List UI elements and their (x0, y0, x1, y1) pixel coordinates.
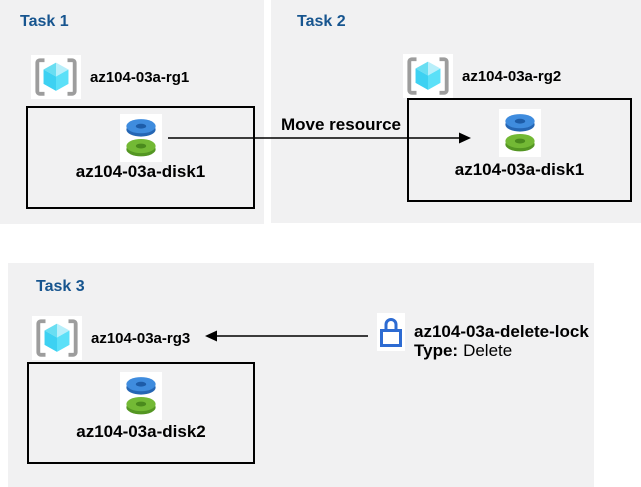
move-resource-label: Move resource (281, 115, 401, 134)
resource-box-rg2: az104-03a-disk1 (407, 98, 632, 202)
lock-name-label: az104-03a-delete-lock (414, 322, 589, 341)
resource-group-icon (31, 55, 81, 99)
task1-title: Task 1 (20, 13, 69, 30)
resource-group-rg1: az104-03a-rg1 (31, 55, 189, 99)
resource-group-label: az104-03a-rg3 (91, 329, 191, 347)
resource-group-label: az104-03a-rg1 (90, 68, 190, 86)
disk-icon (119, 114, 162, 162)
delete-lock-group: az104-03a-delete-lock Type:Delete (377, 313, 589, 360)
lock-text: az104-03a-delete-lock Type:Delete (414, 313, 589, 360)
resource-group-label: az104-03a-rg2 (462, 67, 562, 85)
task3-title: Task 3 (36, 278, 85, 295)
disk-label: az104-03a-disk1 (75, 162, 206, 181)
task2-panel (271, 0, 641, 223)
resource-group-icon (32, 316, 82, 360)
task3-panel (8, 263, 594, 487)
disk-label: az104-03a-disk2 (76, 422, 206, 441)
resource-group-icon (403, 54, 453, 98)
resource-group-rg3: az104-03a-rg3 (32, 316, 190, 360)
disk-icon (120, 372, 162, 420)
resource-box-rg1: az104-03a-disk1 (26, 106, 255, 209)
lock-type-label: Type:Delete (414, 341, 589, 360)
lock-icon (377, 313, 405, 351)
disk-label: az104-03a-disk1 (454, 160, 585, 179)
lock-type-key: Type: (414, 341, 459, 360)
lock-type-value: Delete (463, 341, 513, 360)
task2-title: Task 2 (297, 13, 346, 30)
task1-panel (0, 0, 264, 224)
disk-icon (498, 109, 541, 157)
resource-group-rg2: az104-03a-rg2 (403, 54, 561, 98)
resource-box-rg3: az104-03a-disk2 (27, 362, 255, 464)
